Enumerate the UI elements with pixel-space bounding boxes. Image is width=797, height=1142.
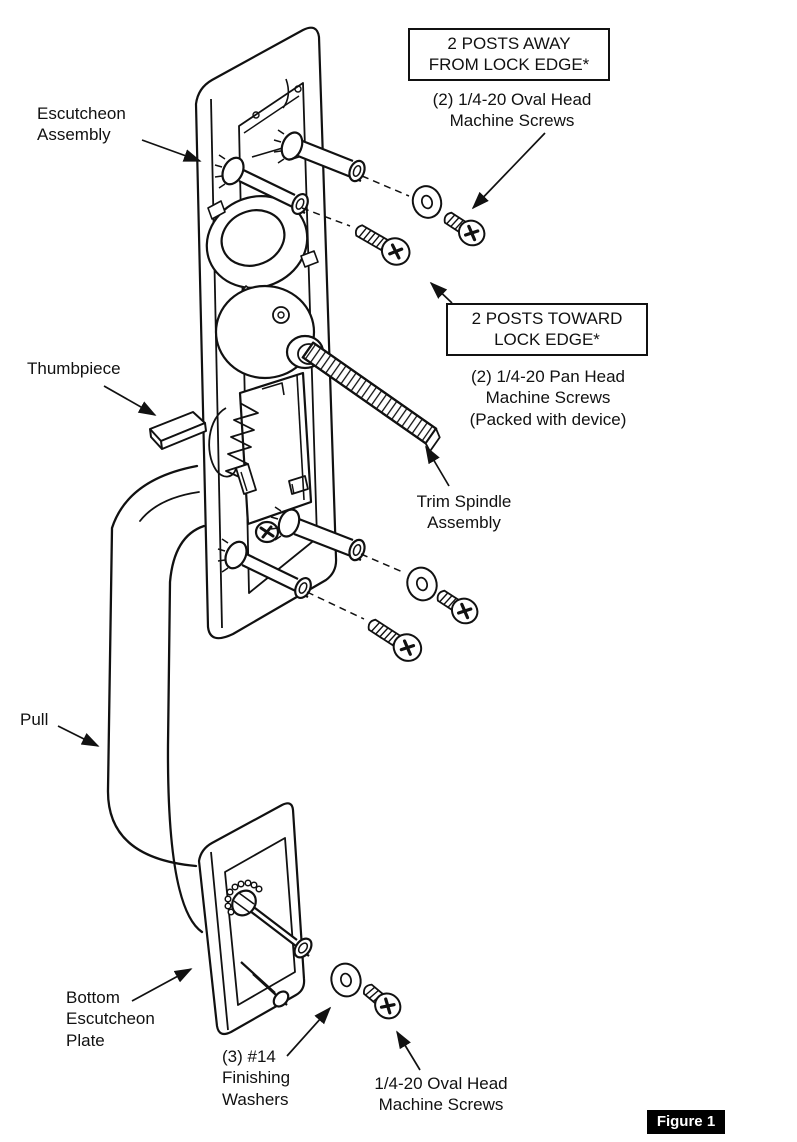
callout-box-posts-away: 2 POSTS AWAY FROM LOCK EDGE* (408, 28, 610, 81)
oval-head-screw-icon (436, 589, 479, 625)
mounting-post-top-left (214, 154, 309, 216)
label-oval-head-screws-bottom: 1/4-20 Oval Head Machine Screws (374, 1074, 508, 1115)
mounting-post-bottom-left (217, 538, 312, 600)
leader-bottom-plate (131, 968, 193, 1002)
mounting-post-bottom-right (270, 506, 366, 562)
finishing-washer-icon (411, 185, 443, 219)
assembly-axis-dashes (301, 175, 410, 620)
pan-head-screw-icon (354, 224, 411, 266)
leader-finishing-washers (286, 1006, 332, 1057)
hardware (330, 185, 486, 1020)
label-pull: Pull (20, 710, 49, 729)
leader-thumbpiece (103, 385, 157, 416)
cylinder-collar-ring (205, 195, 319, 306)
phillips-screw-head-icon (254, 520, 280, 544)
oval-head-screw-icon (443, 211, 486, 247)
leader-oval-screws-top (471, 132, 546, 210)
label-thumbpiece: Thumbpiece (27, 359, 121, 378)
spring-drawing (208, 402, 259, 495)
leader-arrows (57, 132, 546, 1071)
label-oval-head-screws-top: (2) 1/4-20 Oval Head Machine Screws (432, 90, 592, 131)
peg-drawing (240, 961, 290, 1008)
pull-handle-drawing (106, 464, 206, 934)
label-trim-spindle-assembly: Trim Spindle Assembly (416, 492, 512, 533)
oval-head-screw-icon (363, 983, 402, 1020)
serrated-post-drawing (224, 879, 313, 959)
leader-trim-spindle (425, 445, 450, 487)
figure-badge: Figure 1 (647, 1110, 725, 1134)
latch-bracket-drawing (238, 371, 313, 526)
thumbpiece-drawing (149, 411, 207, 450)
bottom-escutcheon-plate-drawing (197, 802, 313, 1036)
pan-head-screw-icon (367, 618, 423, 662)
label-finishing-washers: (3) #14 Finishing Washers (222, 1047, 291, 1109)
trim-spindle-drawing (285, 334, 441, 453)
mounting-post-top-right (273, 129, 366, 183)
leader-escutcheon-assembly (141, 139, 202, 162)
label-escutcheon-assembly: Escutcheon Assembly (37, 104, 126, 145)
leader-oval-screws-bottom (396, 1030, 421, 1071)
escutcheon-assembly-drawing (194, 26, 441, 640)
leader-pull (57, 725, 100, 747)
label-pan-head-screws: (2) 1/4-20 Pan Head Machine Screws (Pack… (469, 367, 627, 429)
finishing-washer-icon (330, 962, 362, 998)
leader-pan-screws (429, 281, 453, 304)
finishing-washer-icon (406, 566, 438, 602)
label-bottom-escutcheon-plate: Bottom Escutcheon Plate (66, 988, 155, 1050)
callout-box-posts-toward: 2 POSTS TOWARD LOCK EDGE* (446, 303, 648, 356)
